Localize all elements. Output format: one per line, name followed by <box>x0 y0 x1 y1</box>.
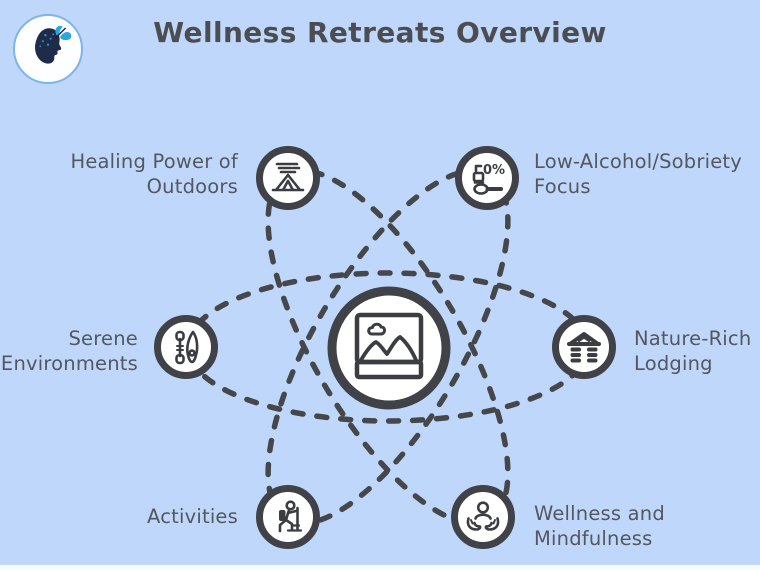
node-label-line: Activities <box>147 505 238 528</box>
hands-holding-person-icon <box>466 501 500 531</box>
zero-percent-label: 0% <box>483 163 505 178</box>
node-label-serene-environments: Serene Environments <box>1 327 138 376</box>
node-label-line: Focus <box>534 174 591 198</box>
node-circle-low-alcohol-sobriety-focus <box>455 146 519 210</box>
node-label-healing-power-of-outdoors: Healing Power of Outdoors <box>70 150 238 199</box>
zero-percent-drink-icon: 0% <box>472 163 505 195</box>
node-label-line: Wellness and <box>534 502 665 525</box>
node-label-line: Lodging <box>634 351 713 375</box>
node-circles <box>154 146 616 549</box>
woman-butterfly-icon <box>35 25 72 64</box>
log-cabin-icon <box>567 332 601 363</box>
node-circle-healing-power-of-outdoors <box>256 146 320 210</box>
hiker-icon <box>278 500 303 533</box>
node-label-line: Nature-Rich <box>634 327 752 350</box>
node-circle-wellness-and-mindfulness <box>451 485 515 549</box>
paddle-and-board-icon <box>175 330 199 365</box>
node-label-low-alcohol-sobriety-focus: Low-Alcohol/Sobriety Focus <box>534 150 742 199</box>
node-label-wellness-and-mindfulness: Wellness and Mindfulness <box>534 502 665 551</box>
node-circle-serene-environments <box>154 315 218 379</box>
node-label-line: Serene <box>68 327 138 350</box>
node-label-line: Outdoors <box>146 174 238 198</box>
image-placeholder-icon <box>354 312 424 380</box>
node-label-line: Environments <box>0 351 138 375</box>
brand-logo <box>13 14 83 84</box>
node-label-line: Low-Alcohol/Sobriety <box>534 150 742 173</box>
node-label-nature-rich-lodging: Nature-Rich Lodging <box>634 327 751 376</box>
campsite-icon <box>271 162 305 192</box>
butterfly-wings <box>55 25 72 41</box>
node-label-line: Healing Power of <box>70 150 238 173</box>
bottom-strip <box>0 565 760 570</box>
page-title: Wellness Retreats Overview <box>153 16 607 49</box>
node-label-line: Mindfulness <box>534 526 653 550</box>
node-circle-nature-rich-lodging <box>552 315 616 379</box>
node-label-activities: Activities <box>147 505 238 530</box>
